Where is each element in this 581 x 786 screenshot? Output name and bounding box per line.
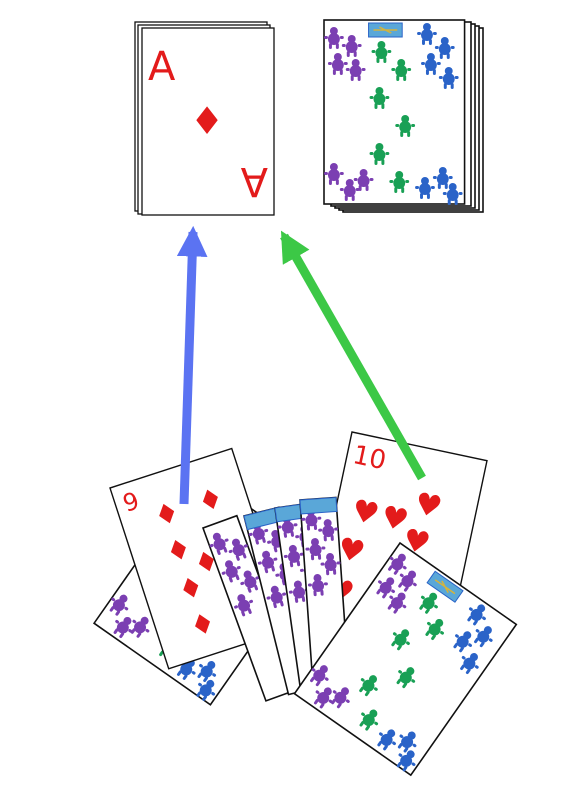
diamond-suit-icon: ♦ bbox=[190, 99, 224, 143]
draw-pile-top-card[interactable] bbox=[324, 20, 465, 205]
ace-rank-top: A bbox=[148, 44, 176, 90]
blue-arrow-to-discard bbox=[176, 225, 208, 505]
hand-back-card-4[interactable] bbox=[300, 497, 349, 683]
discard-pile[interactable]: A ♦ A bbox=[134, 21, 275, 216]
ten-rank: 10 bbox=[350, 440, 389, 476]
ace-rank-bottom: A bbox=[240, 158, 268, 204]
ace-of-diamonds-card[interactable]: A ♦ A bbox=[141, 27, 275, 216]
green-arrow-to-draw bbox=[280, 230, 426, 481]
draw-pile[interactable] bbox=[324, 20, 484, 213]
